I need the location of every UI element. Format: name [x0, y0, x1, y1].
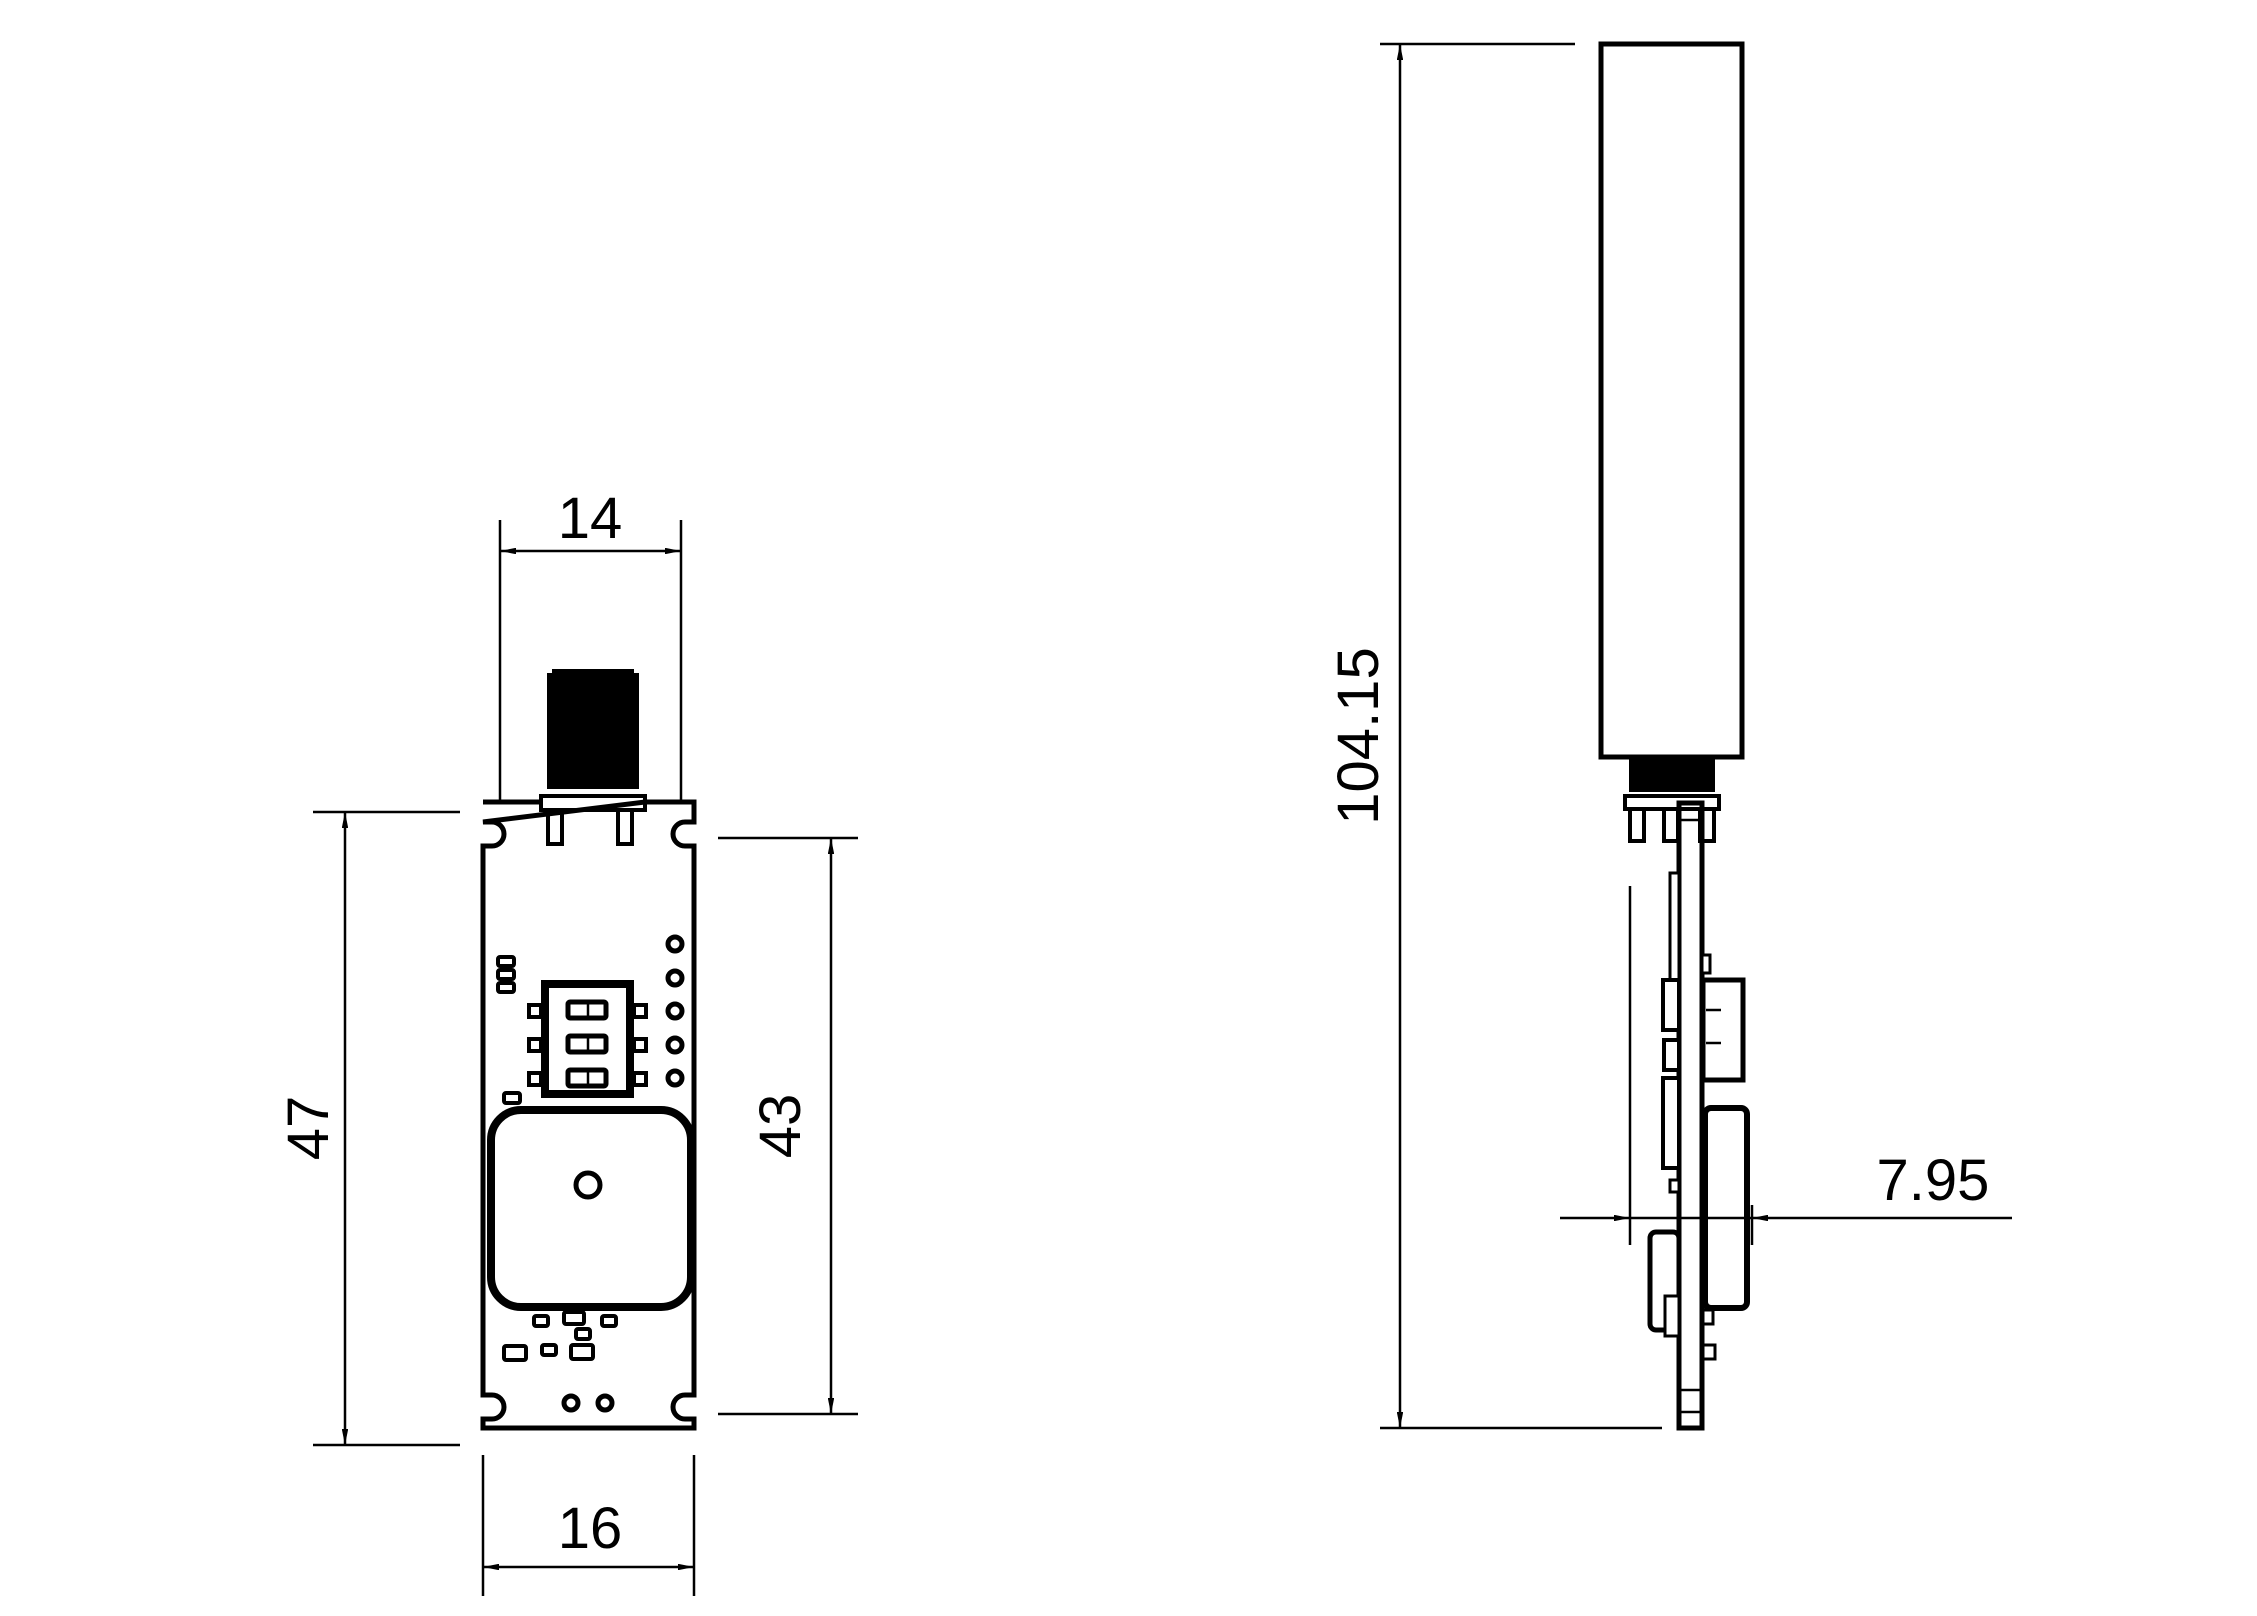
- dip-switch-body: [541, 980, 634, 1098]
- pcb-edge: [1676, 800, 1705, 1431]
- dimension-board-height: 47: [276, 810, 460, 1447]
- side-gps-module: [1702, 1105, 1750, 1311]
- side-dip-switch: [1700, 977, 1746, 1083]
- dimension-thickness: 7.95: [1560, 886, 2012, 1245]
- connector-pin: [546, 808, 564, 846]
- side-components-left: [1647, 871, 1682, 1338]
- front-view: 14 47 43 16: [276, 486, 858, 1596]
- gps-module: [487, 1106, 695, 1311]
- dimension-label-43: 43: [748, 1094, 813, 1159]
- smd-pads-bottom: [502, 1310, 618, 1362]
- dimension-label-47: 47: [276, 1096, 341, 1161]
- sma-connector: [539, 669, 647, 846]
- dimension-connector-width: 14: [498, 486, 683, 802]
- module-center-mark: [573, 1170, 603, 1200]
- side-components-right: [1700, 953, 1750, 1361]
- side-view: 104.15 7.95: [1326, 41, 2012, 1431]
- dip-switch: [527, 980, 648, 1098]
- dimension-label-7-95: 7.95: [1877, 1148, 1990, 1213]
- module-shield: [487, 1106, 695, 1311]
- dimension-label-104-15: 104.15: [1326, 647, 1391, 824]
- dimension-board-width: 16: [481, 1455, 696, 1596]
- mounting-hole: [561, 1393, 581, 1413]
- antenna-body: [1598, 41, 1745, 760]
- connector-pin: [616, 808, 634, 846]
- dimension-label-14: 14: [558, 486, 623, 551]
- dimension-label-16: 16: [558, 1496, 623, 1561]
- mounting-hole: [595, 1393, 615, 1413]
- connector-thread: [547, 673, 639, 789]
- connector-thread: [1629, 757, 1715, 792]
- pcb-outline: [480, 799, 697, 1431]
- dimension-hole-pitch: 43: [718, 836, 858, 1416]
- header-holes: [665, 934, 685, 1088]
- smd-pads-left: [496, 955, 522, 1105]
- dimension-total-height: 104.15: [1326, 42, 1662, 1430]
